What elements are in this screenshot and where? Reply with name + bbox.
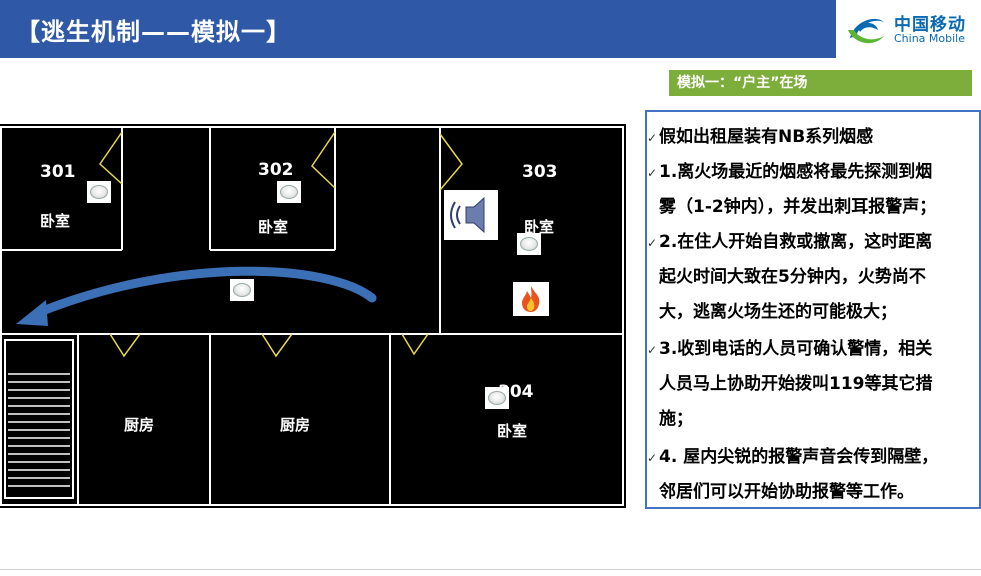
info-line: 雾（1-2钟内），并发出刺耳报警声； [659,197,937,217]
info-line: 施； [659,409,693,429]
china-mobile-logo: 中国移动 China Mobile [840,4,981,54]
room-301-number: 301 [40,162,76,182]
scenario-tag: 模拟一：“户主”在场 [669,70,972,96]
smoke-detector-icon [87,181,111,203]
door-swings [99,131,463,358]
checkmark-icon: ✓ [647,451,658,465]
page-title: 【逃生机制——模拟一】 [16,18,291,46]
kitchen-1-label: 厨房 [124,416,155,434]
smoke-detector-icon [277,181,301,203]
info-line: 人员马上协助开始拨叫119等其它措 [659,374,933,394]
room-302-label: 卧室 [258,218,289,236]
checkmark-icon: ✓ [647,166,658,180]
info-panel: ✓假如出租屋装有NB系列烟感 ✓1.离火场最近的烟感将最先探测到烟 雾（1-2钟… [645,110,981,509]
info-line: ✓2.在住人开始自救或撤离，这时距离 [647,232,933,252]
room-301-label: 卧室 [40,212,71,230]
footer-divider [0,569,981,570]
info-line: 邻居们可以开始协助报警等工作。 [659,482,914,502]
room-302-number: 302 [258,160,294,180]
info-line: 起火时间大致在5分钟内，火势尚不 [659,267,926,287]
china-mobile-logo-icon [848,18,884,44]
staircase-icon [8,373,70,487]
floor-plan: 301 卧室 302 卧室 303 卧室 304 卧室 厨房 厨房 [0,124,626,508]
room-304-label: 卧室 [497,422,528,440]
info-line: 大，逃离火场生还的可能极大； [659,302,897,322]
evacuation-arrow-icon [16,266,377,326]
info-line: ✓1.离火场最近的烟感将最先探测到烟 [647,162,933,182]
smoke-detector-icon [485,387,509,409]
logo-cn-text: 中国移动 [894,15,966,35]
info-line: ✓4. 屋内尖锐的报警声音会传到隔壁， [647,447,939,467]
checkmark-icon: ✓ [647,131,658,145]
floor-plan-walls [0,126,624,506]
info-line: ✓3.收到电话的人员可确认警情，相关 [647,339,933,359]
title-bar: 【逃生机制——模拟一】 [0,0,836,58]
fire-icon [513,282,549,316]
room-303-number: 303 [522,162,558,182]
logo-en-text: China Mobile [894,32,966,45]
speaker-alarm-icon [444,190,498,240]
checkmark-icon: ✓ [647,343,658,357]
smoke-detector-icon [230,279,254,301]
info-line: ✓假如出租屋装有NB系列烟感 [647,127,874,147]
checkmark-icon: ✓ [647,236,658,250]
room-303-label: 卧室 [524,218,555,236]
kitchen-2-label: 厨房 [280,416,311,434]
smoke-detector-icon [517,233,541,255]
